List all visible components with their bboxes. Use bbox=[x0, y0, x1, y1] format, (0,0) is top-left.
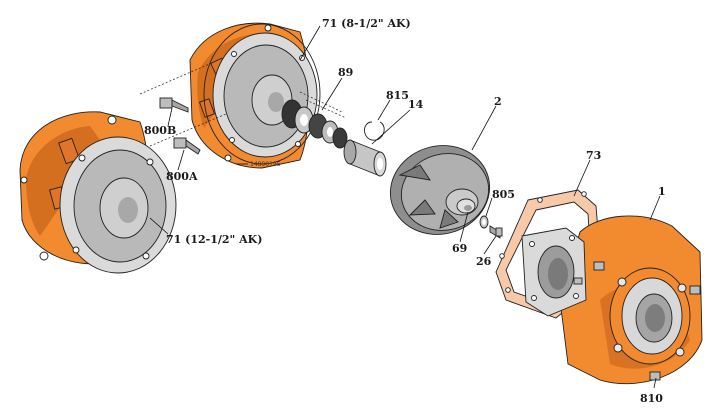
callout-labels: 71 (8-1/2" AK) 89 815 14 2 800B 800A 71 … bbox=[144, 17, 666, 405]
bolt-800a bbox=[173, 137, 201, 155]
adapter-large-12-5-ak bbox=[19, 111, 177, 274]
callout-71-large: 71 (12-1/2" AK) bbox=[166, 233, 262, 246]
callout-69: 69 bbox=[452, 242, 467, 255]
callout-815: 815 bbox=[386, 89, 409, 102]
pump-casing-1 bbox=[521, 215, 703, 385]
callout-1: 1 bbox=[658, 185, 666, 198]
assembly-lines bbox=[139, 61, 347, 147]
callout-800b: 800B bbox=[144, 124, 176, 137]
impeller-2 bbox=[389, 145, 491, 235]
adapter-small-8-5-ak bbox=[189, 22, 321, 169]
drawing-number: 14890195 bbox=[250, 161, 281, 168]
callout-14: 14 bbox=[408, 98, 424, 111]
impeller-screw-26 bbox=[489, 225, 503, 239]
leader-lines bbox=[149, 25, 661, 389]
retaining-ring-815 bbox=[364, 121, 385, 141]
callout-26: 26 bbox=[476, 255, 492, 268]
callout-89: 89 bbox=[338, 66, 353, 79]
callout-73: 73 bbox=[586, 149, 601, 162]
washer-805 bbox=[479, 215, 489, 229]
callout-2: 2 bbox=[494, 95, 502, 108]
shaft-sleeve-14 bbox=[343, 139, 387, 177]
callout-810: 810 bbox=[640, 392, 663, 405]
callout-71-small: 71 (8-1/2" AK) bbox=[322, 17, 411, 30]
callout-800a: 800A bbox=[166, 170, 198, 183]
mechanical-seal-89 bbox=[281, 99, 348, 149]
bolt-800b bbox=[159, 97, 189, 113]
callout-805: 805 bbox=[492, 188, 515, 201]
